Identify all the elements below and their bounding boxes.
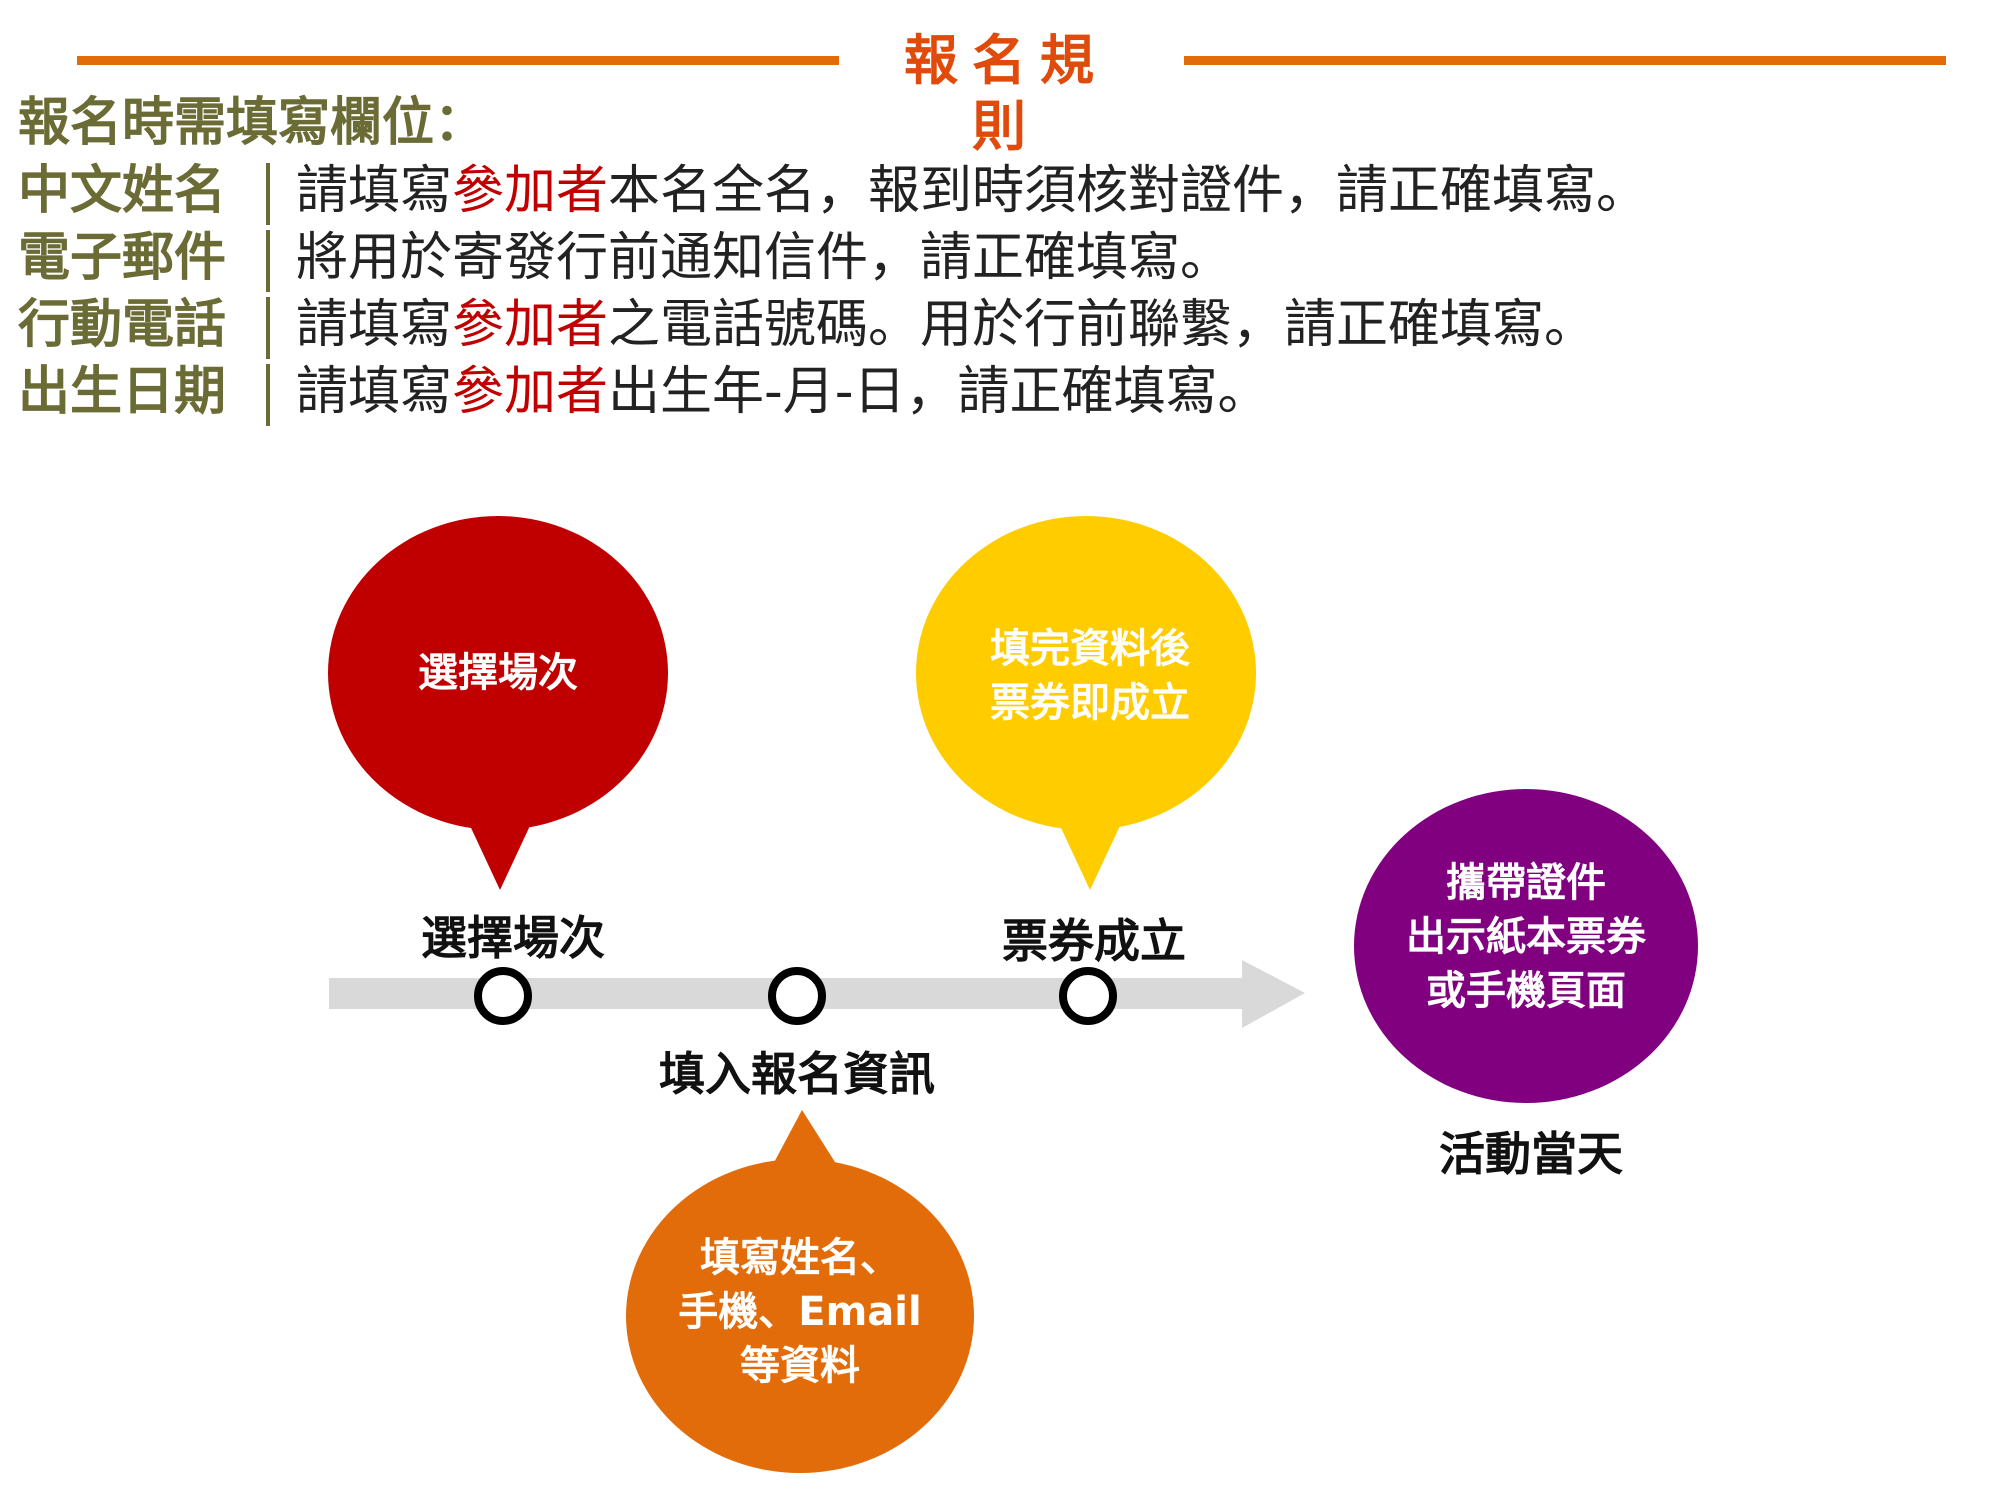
step-label-3: 票券成立 [1002,914,1186,968]
bubble-step-2 [626,1110,974,1473]
field-label: 出生日期 [18,362,227,422]
timeline-arrowhead [1242,960,1305,1028]
bubble-text-step-1: 選擇場次 [418,650,578,696]
field-highlight: 參加者 [452,362,609,422]
field-row-phone: 行動電話 請填寫參加者之電話號碼。用於行前聯繫，請正確填寫。 [18,292,1597,359]
field-highlight: 參加者 [452,161,609,221]
field-label: 電子郵件 [18,228,227,288]
step-label-1: 選擇場次 [421,911,605,965]
timeline-node-1 [474,967,532,1025]
title-line-left [77,56,839,65]
bubble-step-1 [328,516,668,890]
field-row-email: 電子郵件 將用於寄發行前通知信件，請正確填寫。 [18,225,1233,292]
bubble-text-step-4: 攜帶證件出示紙本票券或手機頁面 [1406,860,1646,1014]
field-desc: 請填寫 [296,362,453,422]
field-desc: 請填寫 [296,295,453,355]
field-label: 中文姓名 [18,161,227,221]
field-label: 行動電話 [18,295,227,355]
divider [266,163,270,225]
fields-heading: 報名時需填寫欄位： [18,93,487,153]
field-desc: 請填寫 [296,161,453,221]
bubble-step-3 [916,516,1256,890]
bubble-step-4 [1354,789,1698,1103]
field-desc: 將用於寄發行前通知信件，請正確填寫。 [296,228,1233,288]
title-line-right [1184,56,1946,65]
divider [266,364,270,426]
timeline-node-2 [768,967,826,1025]
field-desc: 出生年-月-日，請正確填寫。 [608,362,1270,422]
timeline-node-3 [1059,967,1117,1025]
step-label-4: 活動當天 [1439,1127,1623,1181]
bubble-text-step-3: 填完資料後票券即成立 [990,626,1190,726]
divider [266,230,270,292]
field-row-name: 中文姓名 請填寫參加者本名全名，報到時須核對證件，請正確填寫。 [18,158,1649,225]
page-title: 報名規則 [904,29,1108,158]
step-label-2: 填入報名資訊 [659,1047,935,1101]
field-highlight: 參加者 [452,295,609,355]
field-desc: 本名全名，報到時須核對證件，請正確填寫。 [608,161,1649,221]
divider [266,297,270,359]
field-desc: 之電話號碼。用於行前聯繫，請正確填寫。 [608,295,1597,355]
field-row-birthday: 出生日期 請填寫參加者出生年-月-日，請正確填寫。 [18,359,1270,426]
